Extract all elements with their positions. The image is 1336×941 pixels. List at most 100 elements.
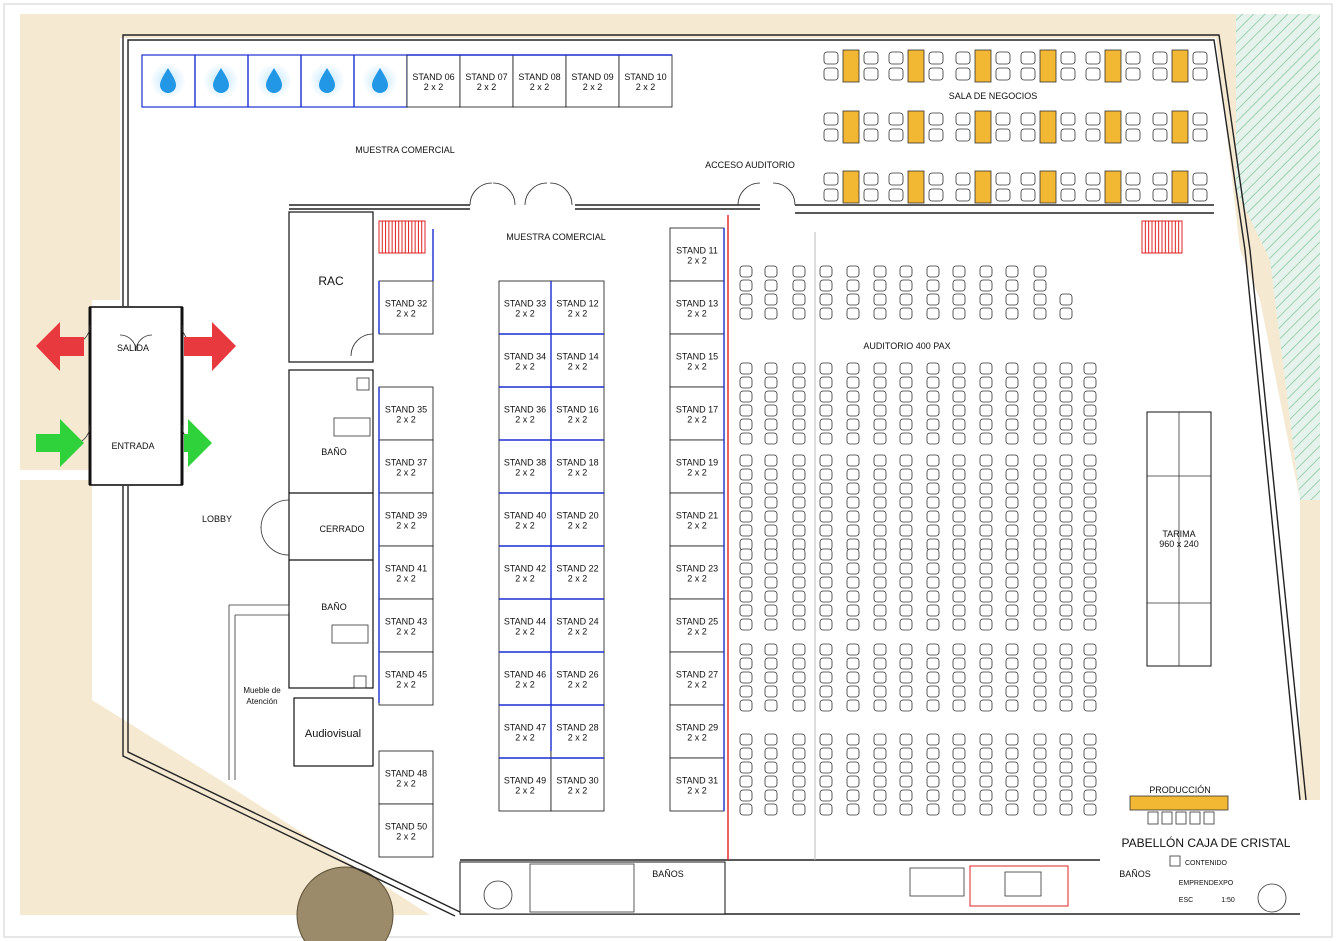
seat: [1059, 590, 1073, 603]
seat: [764, 747, 778, 760]
stand: STAND 132 x 2: [669, 280, 725, 335]
seat: [1059, 510, 1073, 523]
seat: [952, 618, 966, 631]
seat: [1083, 657, 1097, 670]
seat: [1005, 454, 1019, 467]
seat: [873, 293, 887, 306]
stand: STAND 162 x 2: [550, 386, 605, 441]
stand: STAND 182 x 2: [550, 439, 605, 494]
stand: STAND 302 x 2: [550, 757, 605, 812]
seat: [846, 590, 860, 603]
stand: STAND 192 x 2: [669, 439, 725, 494]
seat: [899, 671, 913, 684]
seat: [899, 482, 913, 495]
meeting-table: [1152, 170, 1208, 204]
seat: [764, 376, 778, 389]
stand-name: STAND 15: [676, 352, 718, 362]
stand: STAND 092 x 2: [565, 54, 620, 108]
stand-name: STAND 44: [504, 617, 546, 627]
seat: [952, 265, 966, 278]
seat: [819, 789, 833, 802]
bano-label: BAÑO: [321, 447, 347, 457]
seat: [952, 524, 966, 537]
stand: STAND 202 x 2: [550, 492, 605, 547]
seat: [1005, 376, 1019, 389]
seat: [1059, 524, 1073, 537]
stand-size: 2 x 2: [568, 309, 588, 319]
seat: [1083, 685, 1097, 698]
seat: [952, 376, 966, 389]
seat: [1083, 775, 1097, 788]
seat: [1033, 454, 1047, 467]
stand-name: STAND 22: [556, 564, 598, 574]
stand-size: 2 x 2: [424, 82, 444, 92]
seat: [979, 761, 993, 774]
seat: [1005, 496, 1019, 509]
seat: [819, 524, 833, 537]
seat: [1033, 510, 1047, 523]
seat: [1083, 510, 1097, 523]
seat: [979, 562, 993, 575]
seat: [739, 510, 753, 523]
stand-size: 2 x 2: [515, 627, 535, 637]
stand: STAND 142 x 2: [550, 333, 605, 388]
seat: [1059, 733, 1073, 746]
seat: [926, 404, 940, 417]
seat: [979, 510, 993, 523]
seat: [1033, 265, 1047, 278]
seat: [819, 432, 833, 445]
seat: [1059, 454, 1073, 467]
auditorio-label: AUDITORIO 400 PAX: [863, 341, 950, 351]
seat: [846, 576, 860, 589]
seat: [739, 699, 753, 712]
seat: [792, 265, 806, 278]
seat: [819, 562, 833, 575]
seat: [873, 548, 887, 561]
seat: [739, 604, 753, 617]
seat: [926, 279, 940, 292]
seat: [1059, 803, 1073, 816]
meeting-table: [1152, 49, 1208, 83]
seat: [873, 390, 887, 403]
seat: [873, 362, 887, 375]
seat: [1083, 562, 1097, 575]
interior-wall: [289, 182, 1214, 214]
meeting-table: [1020, 110, 1076, 144]
seat: [764, 604, 778, 617]
seat: [1005, 538, 1019, 551]
seat: [1005, 307, 1019, 320]
seat: [846, 803, 860, 816]
seat: [952, 562, 966, 575]
seat: [926, 390, 940, 403]
seat: [792, 775, 806, 788]
hatched-area: [1236, 14, 1320, 500]
seat: [926, 733, 940, 746]
stand-name: STAND 25: [676, 617, 718, 627]
seat: [979, 747, 993, 760]
seat: [979, 496, 993, 509]
seat: [792, 376, 806, 389]
stand: STAND 362 x 2: [498, 386, 552, 441]
seat: [1059, 562, 1073, 575]
atencion-label: Atención: [246, 697, 277, 706]
stand-size: 2 x 2: [568, 574, 588, 584]
seat: [979, 604, 993, 617]
seat: [873, 747, 887, 760]
seat: [1033, 576, 1047, 589]
stand-name: STAND 47: [504, 723, 546, 733]
seat: [846, 496, 860, 509]
meeting-table: [888, 49, 944, 83]
seat: [899, 404, 913, 417]
seat: [899, 454, 913, 467]
seat: [792, 482, 806, 495]
stand-size: 2 x 2: [687, 574, 707, 584]
seat: [952, 590, 966, 603]
seat: [1033, 376, 1047, 389]
seat: [764, 562, 778, 575]
legend-box: [1169, 855, 1181, 867]
stand-name: STAND 09: [571, 72, 613, 82]
stand-size: 2 x 2: [515, 362, 535, 372]
seat: [792, 685, 806, 698]
seat: [792, 733, 806, 746]
stand: STAND 072 x 2: [459, 54, 514, 108]
